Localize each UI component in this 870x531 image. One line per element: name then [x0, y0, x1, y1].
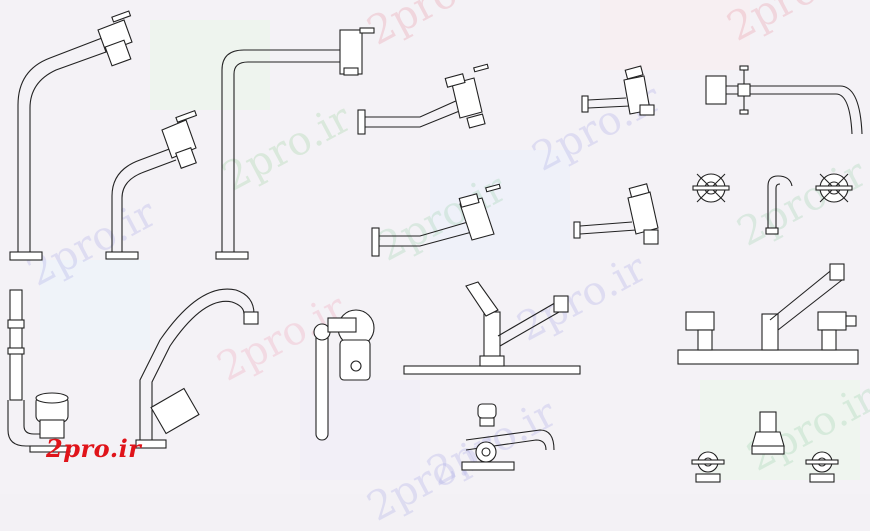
basin-cross-taps	[691, 411, 839, 483]
faucet-medium-gooseneck	[105, 109, 198, 260]
lever-mixer-round	[313, 309, 375, 441]
faucet-tall-spout	[215, 27, 375, 260]
wall-faucet-3	[371, 183, 501, 257]
wall-faucet-4	[573, 183, 659, 245]
sink-mixer-lever	[403, 281, 581, 375]
cross-handle-set	[692, 173, 853, 235]
wall-faucet-1	[357, 63, 489, 135]
wall-faucet-2	[581, 65, 655, 116]
wall-spout-long	[705, 65, 863, 135]
logo: 2pro.ir	[46, 434, 142, 463]
bath-mixer	[461, 403, 555, 471]
pillar-tap-assembly	[7, 289, 71, 453]
faucet-drawings	[7, 10, 863, 483]
three-hole-basin-set	[677, 263, 859, 365]
faucet-swan-neck	[135, 288, 259, 449]
cad-sheet: 2pro.ir 2pro.ir 2pro.ir 2pro.ir 2pro.ir …	[7, 0, 870, 531]
faucet-tall-gooseneck-1	[9, 10, 133, 261]
